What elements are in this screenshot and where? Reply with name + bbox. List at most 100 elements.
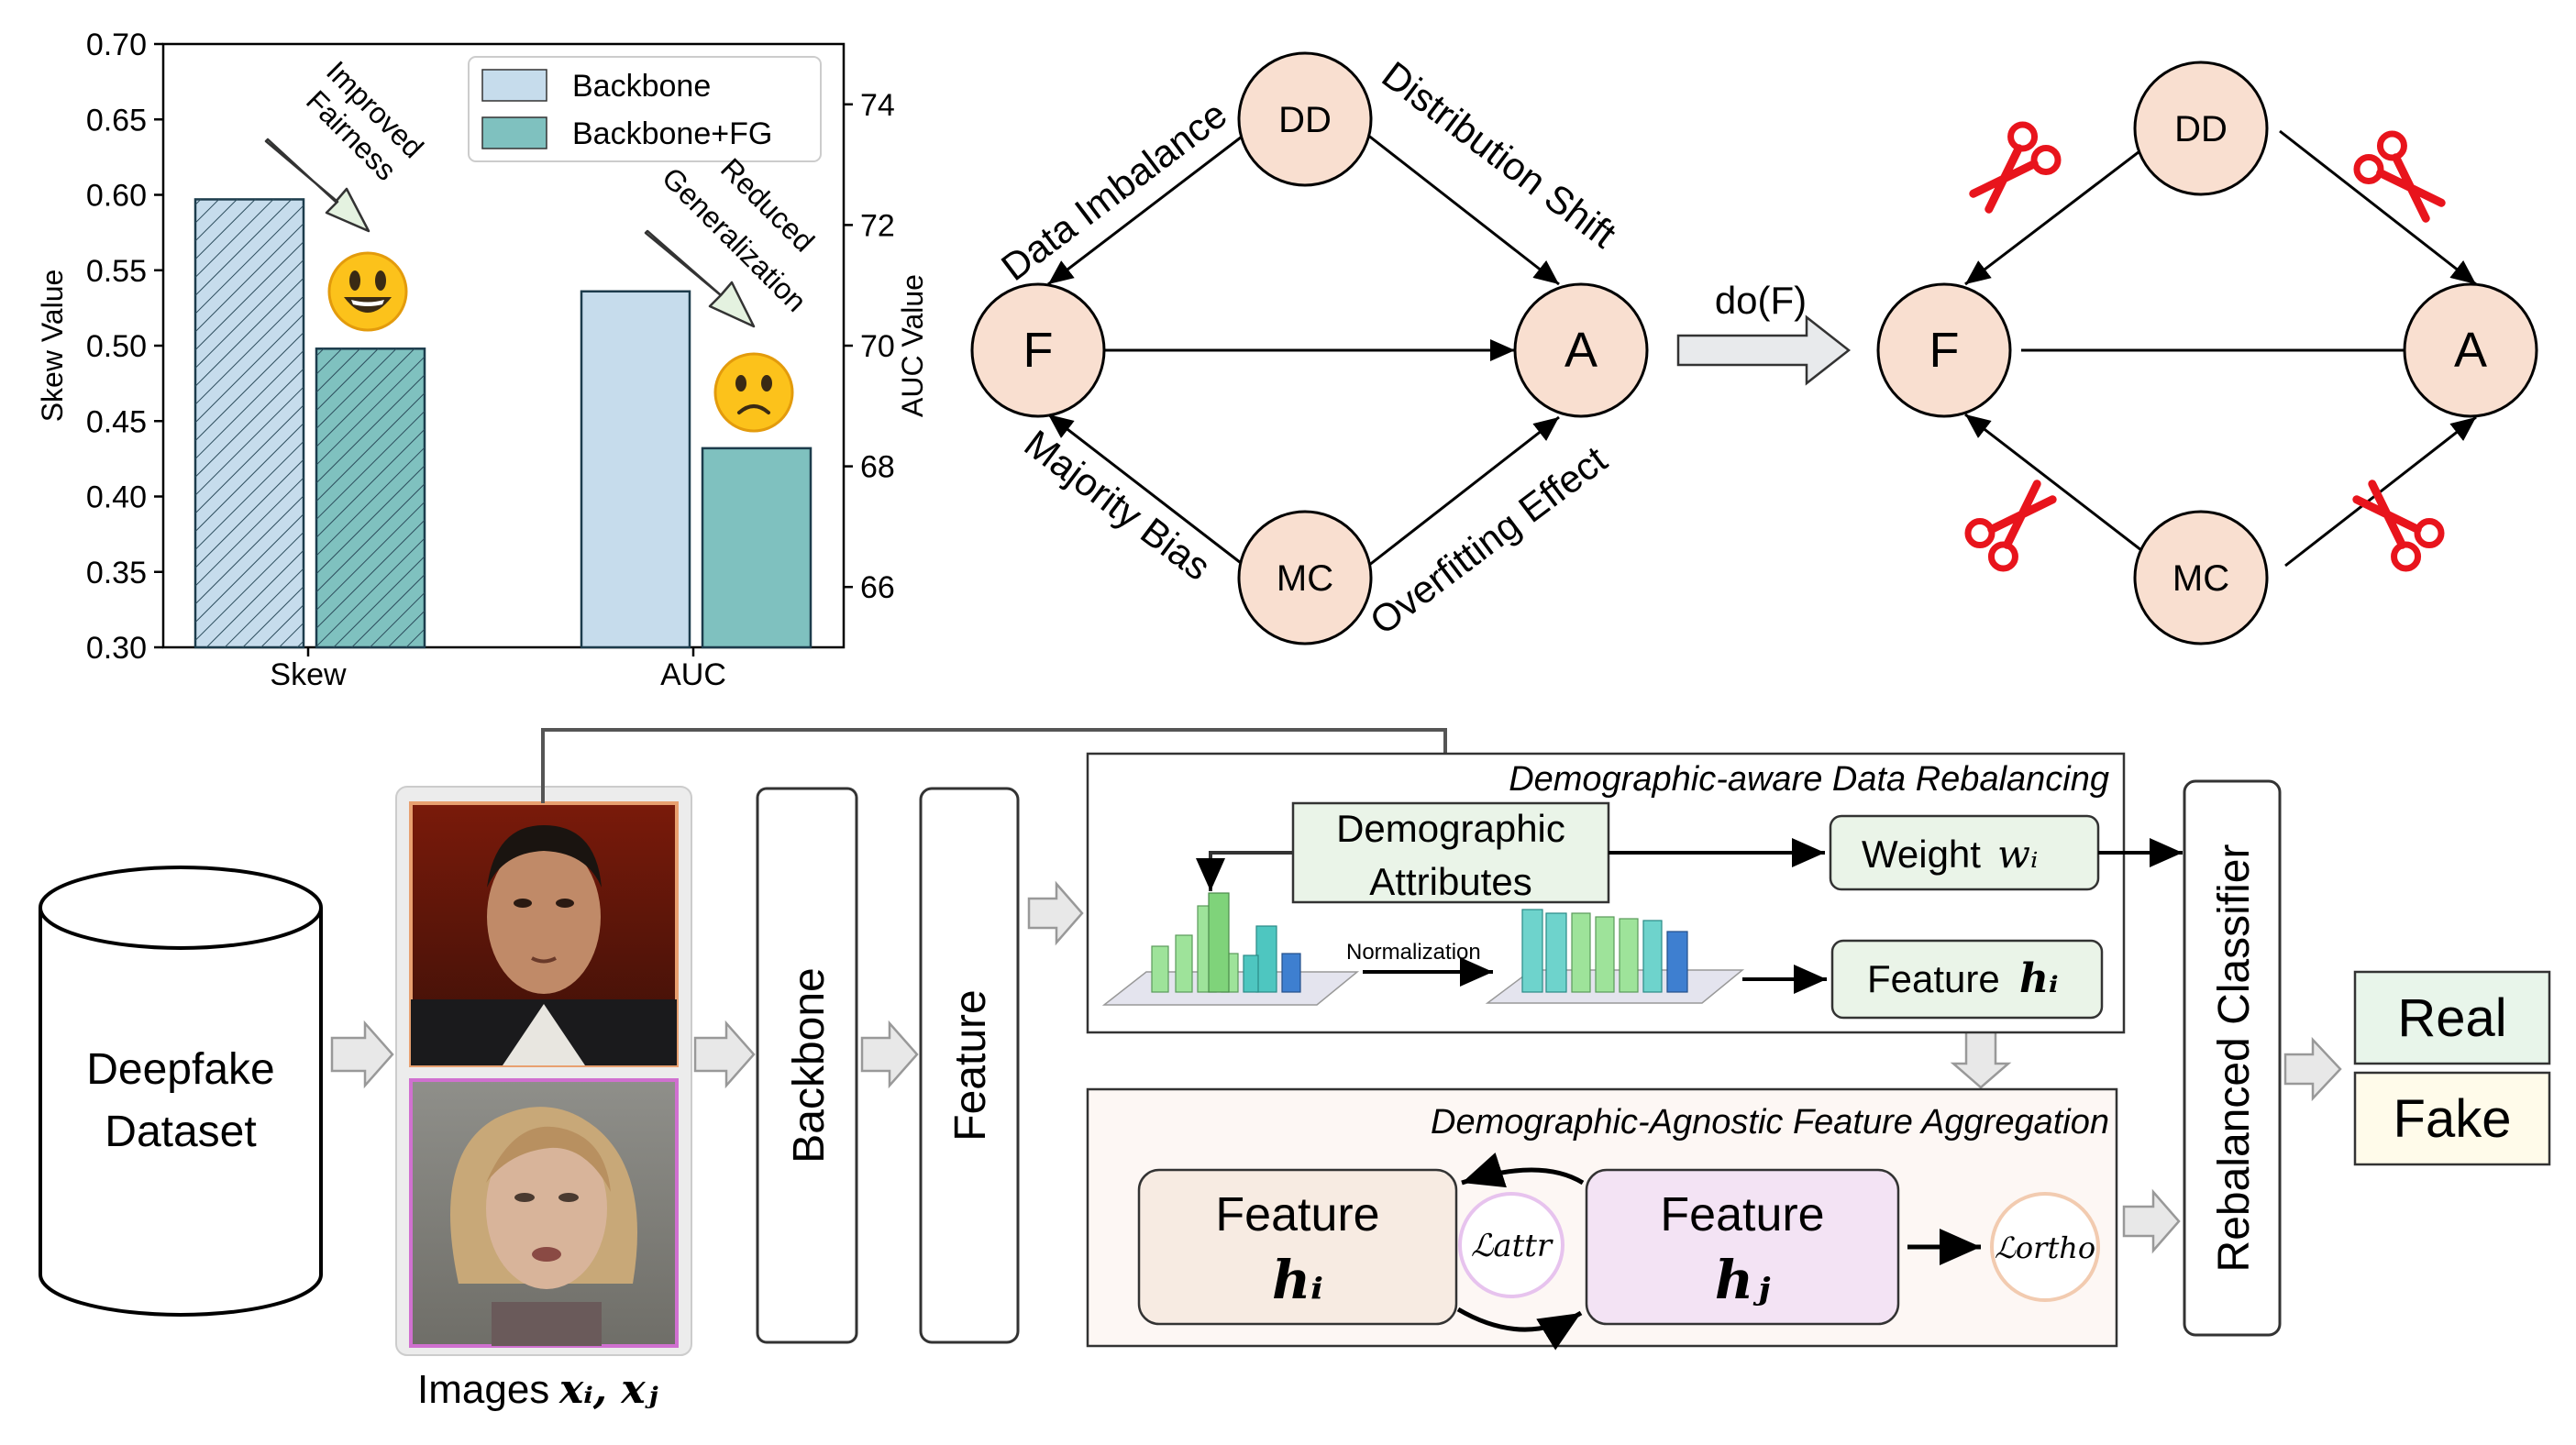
right-axis-ticks: 66 68 70 72 74 [844,88,895,605]
legend-swatch-fg [481,116,547,149]
left-tick-label: 0.50 [86,329,147,364]
edge-label-data-imbalance: Data Imbalance [993,93,1234,290]
left-axis-label: Skew Value [36,270,69,423]
x-label-auc: AUC [660,657,726,692]
scissors-icon-dd-a [2353,130,2446,223]
right-tick-label: 74 [860,88,895,123]
pipeline: Deepfake Dataset [39,728,2551,1413]
svg-text:Real: Real [2397,988,2506,1048]
rebalancing-panel: Demographic-aware Data Rebalancing Demog… [1086,752,2183,1034]
scissors-icon-dd-f [1969,121,2062,214]
happy-face-icon [327,251,408,332]
bar-auc-backbone-fg [701,447,813,649]
legend-swatch-backbone [481,69,547,102]
left-tick-label: 0.40 [86,480,147,515]
node-a-intervened: A [2403,282,2538,418]
aggregation-panel: Demographic-Agnostic Feature Aggregation… [1086,1087,2118,1351]
svg-text:𝒉ⱼ: 𝒉ⱼ [1715,1249,1771,1311]
legend-label-backbone: Backbone [572,69,711,104]
histogram-before [1101,892,1360,1006]
node-f: F [970,282,1106,418]
output-fake: Fake [2353,1071,2551,1166]
svg-text:𝒉ᵢ: 𝒉ᵢ [1272,1249,1323,1311]
node-dd: DD [1237,51,1373,187]
svg-text:Feature: Feature [946,989,995,1141]
left-tick-label: 0.45 [86,404,147,439]
svg-text:DD: DD [1278,100,1332,140]
bar-chart: 0.300.350.400.450.500.550.600.650.70 666… [36,28,929,692]
svg-text:Demographic: Demographic [1336,807,1565,850]
legend: Backbone Backbone+FG [468,56,822,162]
arrow-images-backbone [693,1020,756,1089]
arrow-feature-rebalancing [1027,880,1084,946]
svg-text:Rebalanced Classifier: Rebalanced Classifier [2210,844,2259,1273]
images-label: Images [417,1367,549,1412]
svg-text:Weight: Weight [1862,833,1981,876]
x-label-skew: Skew [270,657,347,692]
right-tick-label: 72 [860,208,895,243]
dataset-cylinder: Deepfake Dataset [39,866,323,1317]
svg-text:ℒortho: ℒortho [1995,1230,2095,1265]
demographic-attributes-box: Demographic Attributes [1291,801,1610,904]
right-tick-label: 68 [860,450,895,485]
right-axis-label: AUC Value [896,274,929,417]
rebalancing-title: Demographic-aware Data Rebalancing [1509,760,2109,799]
node-a: A [1513,282,1649,418]
right-tick-label: 66 [860,570,895,605]
intervention-label: do(F) [1715,279,1807,322]
left-tick-label: 0.65 [86,103,147,138]
edge-label-distribution-shift: Distribution Shift [1375,53,1625,257]
right-tick-label: 70 [860,329,895,364]
bar-skew-hatch [316,348,425,647]
svg-text:MC: MC [1277,558,1333,599]
node-f-intervened: F [1876,282,2012,418]
legend-label-fg: Backbone+FG [572,116,772,151]
svg-text:Deepfake: Deepfake [86,1045,274,1094]
left-axis-ticks: 0.30 0.35 0.40 0.45 0.50 0.55 0.60 0.65 0.70 [86,28,695,666]
scissors-icon-mc-f [1964,480,2057,572]
svg-text:wᵢ: wᵢ [1997,832,2038,877]
generalization-arrow [644,229,756,328]
left-tick-label: 0.30 [86,631,147,666]
intervention-arrow: do(F) [1676,279,1852,386]
face-image-2 [409,1078,679,1348]
agg-feature-j-box: Feature 𝒉ⱼ [1585,1168,1900,1326]
svg-text:Fake: Fake [2394,1089,2512,1149]
images-vars: 𝒙ᵢ, 𝒙ⱼ [558,1366,658,1413]
feature-block: Feature [919,787,1020,1344]
left-tick-label: 0.60 [86,179,147,214]
images-panel: Images 𝒙ᵢ, 𝒙ⱼ [395,786,692,1413]
node-mc-intervened: MC [2133,510,2269,645]
svg-text:ℒattr: ℒattr [1471,1228,1553,1264]
svg-text:F: F [1929,323,1960,378]
fairness-arrow [264,138,370,233]
left-tick-label: 0.55 [86,254,147,289]
intervened-graph: DD F A MC [1876,61,2538,645]
node-mc: MC [1237,510,1373,645]
node-dd-intervened: DD [2133,61,2269,196]
normalization-label: Normalization [1346,940,1481,965]
rebalanced-classifier: Rebalanced Classifier [2183,779,2282,1337]
edge-label-majority-bias: Majority Bias [1017,422,1219,589]
svg-text:A: A [1564,323,1598,378]
backbone-block: Backbone [756,787,858,1344]
arrow-dataset-images [330,1020,394,1089]
svg-text:DD: DD [2174,109,2228,149]
causal-graph: DD F A MC Data Imbalance Distribution Sh… [970,51,1649,645]
bars [193,198,813,649]
arrow-rebalancing-aggregation [1950,1029,2012,1089]
loss-ortho: ℒortho [1990,1192,2100,1302]
bar-auc-backbone [580,290,691,649]
loss-attr: ℒattr [1458,1192,1564,1298]
left-tick-label: 0.35 [86,556,147,590]
svg-text:MC: MC [2172,558,2229,599]
output-real: Real [2353,970,2551,1065]
scissors-icon-mc-a [2352,480,2445,572]
svg-text:F: F [1023,323,1054,378]
aggregation-title: Demographic-Agnostic Feature Aggregation [1431,1103,2109,1142]
svg-text:A: A [2454,323,2487,378]
arrow-classifier-output [2283,1036,2342,1102]
left-tick-label: 0.70 [86,28,147,62]
agg-feature-i-box: Feature 𝒉ᵢ [1137,1168,1458,1326]
svg-text:Dataset: Dataset [105,1108,256,1156]
